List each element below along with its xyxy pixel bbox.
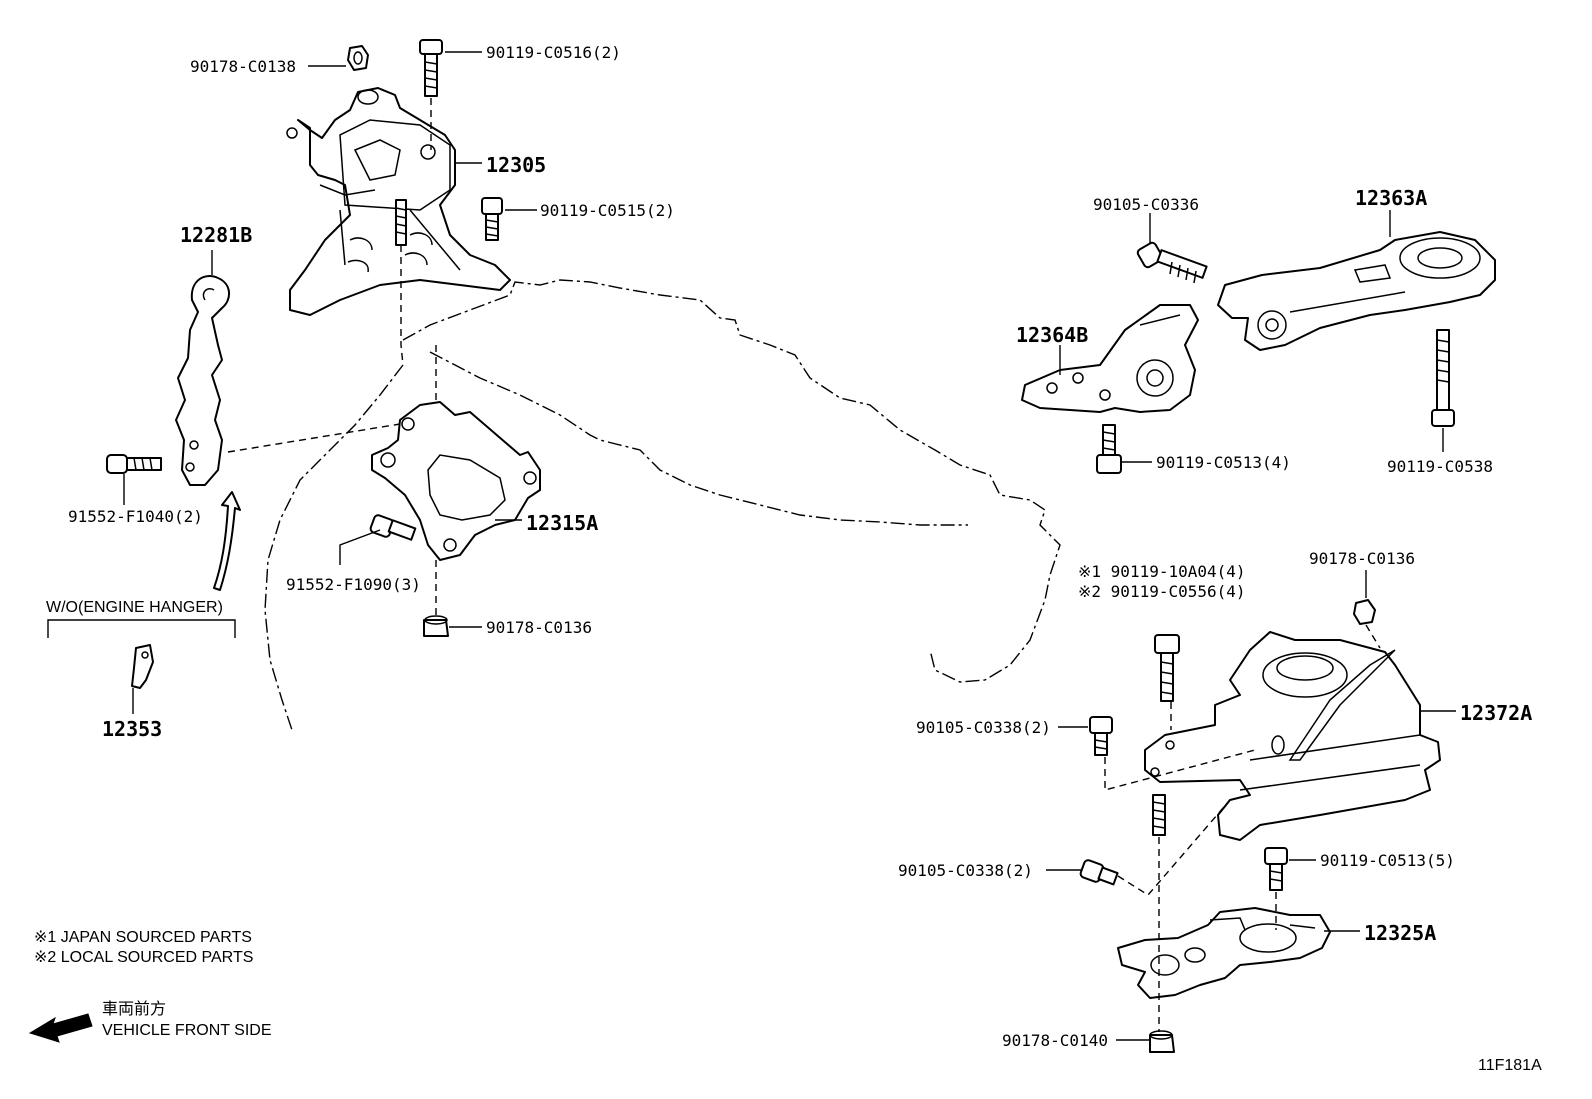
note-local-sourced: ※2 LOCAL SOURCED PARTS [34,949,253,966]
bolt-90119-c0516 [419,39,443,97]
label-12281b: 12281B [180,223,252,247]
nut-90178-c0136-right [1353,599,1376,625]
label-90178-c0138: 90178-C0138 [190,57,296,76]
note-front-en: VEHICLE FRONT SIDE [102,1022,272,1039]
label-wo-engine-hanger: W/O(ENGINE HANGER) [46,599,223,616]
nut-90178-c0136-left [423,615,449,637]
part-labels: 90178-C0138 90119-C0516(2) 12305 90119-C… [46,43,1532,1050]
figure-id: 11F181A [1478,1057,1542,1074]
alignment-lines [227,98,1381,1032]
part-12325a [1117,907,1331,999]
nut-90178-c0138 [347,45,369,71]
bolt-90119-c0513-5 [1264,847,1288,891]
label-90178-c0136-right: 90178-C0136 [1309,549,1415,568]
hanger-arrow [213,491,241,591]
label-91552-f1090: 91552-F1090(3) [286,575,421,594]
note-japan-sourced: ※1 JAPAN SOURCED PARTS [34,929,252,946]
bolt-90119-c0513-4 [1096,424,1122,474]
label-90178-c0140: 90178-C0140 [1002,1031,1108,1050]
label-90105-c0336: 90105-C0336 [1093,195,1199,214]
part-12372a [1144,631,1441,841]
label-90119-10a04: ※1 90119-10A04(4) [1078,562,1246,581]
legend-notes: ※1 JAPAN SOURCED PARTS ※2 LOCAL SOURCED … [28,929,1542,1074]
stud-12305 [395,199,407,246]
label-12363a: 12363A [1355,186,1427,210]
bolt-90119-c0515 [481,197,503,241]
label-12315a: 12315A [526,511,598,535]
label-90105-c0338-lower: 90105-C0338(2) [898,861,1033,880]
bolt-91552-f1090 [369,514,417,541]
bolt-90105-c0338-upper [1089,716,1113,756]
label-90119-c0515: 90119-C0515(2) [540,201,675,220]
nut-90178-c0140 [1149,1030,1175,1053]
label-90119-c0538: 90119-C0538 [1387,457,1493,476]
label-12305: 12305 [486,153,546,177]
vehicle-front-arrow-icon [28,1013,93,1043]
part-12364b [1021,304,1199,413]
label-90119-c0513-4: 90119-C0513(4) [1156,453,1291,472]
label-12372a: 12372A [1460,701,1532,725]
label-12364b: 12364B [1016,323,1088,347]
label-90119-c0513-5: 90119-C0513(5) [1320,851,1455,870]
part-12281b [175,275,230,486]
label-90119-c0556: ※2 90119-C0556(4) [1078,582,1246,601]
note-front-jp: 車両前方 [102,1000,166,1018]
label-90178-c0136-left: 90178-C0136 [486,618,592,637]
part-12363a [1217,231,1496,351]
bolt-90119-c0538 [1431,329,1455,427]
label-90105-c0338-upper: 90105-C0338(2) [916,718,1051,737]
engine-hanger-bracket [47,619,236,638]
bolt-90105-c0336 [1136,241,1208,284]
part-12353 [131,644,154,689]
label-90119-c0516: 90119-C0516(2) [486,43,621,62]
engine-outline [264,279,1061,731]
bolt-91552-f1040 [106,454,162,474]
label-91552-f1040: 91552-F1040(2) [68,507,203,526]
label-12325a: 12325A [1364,921,1436,945]
stud-12372a [1152,794,1166,836]
bolt-90119-10a04 [1154,634,1180,702]
part-12315a [371,401,541,561]
label-12353: 12353 [102,717,162,741]
bolt-90105-c0338-lower [1079,859,1119,886]
leader-lines [123,51,1456,1041]
